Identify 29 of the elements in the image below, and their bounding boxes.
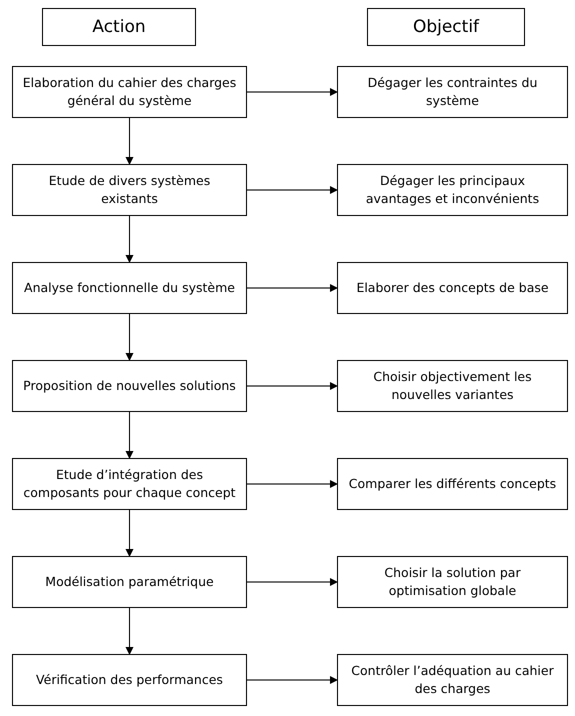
arrow bbox=[126, 510, 134, 557]
process-box: Contrôler l’adéquation au cahier des charges bbox=[337, 654, 568, 706]
arrow bbox=[126, 608, 134, 655]
process-box: Elaboration du cahier des charges général du système bbox=[12, 66, 247, 118]
process-box: Etude de divers systèmes existants bbox=[12, 164, 247, 216]
header-box: Objectif bbox=[367, 8, 525, 46]
arrow bbox=[246, 480, 338, 488]
arrow bbox=[126, 314, 134, 361]
process-box: Proposition de nouvelles solutions bbox=[12, 360, 247, 412]
process-box: Choisir la solution par optimisation globale bbox=[337, 556, 568, 608]
arrow bbox=[246, 88, 338, 96]
process-box: Analyse fonctionnelle du système bbox=[12, 262, 247, 314]
process-box: Dégager les contraintes du système bbox=[337, 66, 568, 118]
arrow bbox=[126, 118, 134, 165]
process-box: Dégager les principaux avantages et inconvénients bbox=[337, 164, 568, 216]
process-box: Etude d’intégration des composants pour chaque concept bbox=[12, 458, 247, 510]
process-box: Comparer les différents concepts bbox=[337, 458, 568, 510]
process-box: Vérification des performances bbox=[12, 654, 247, 706]
arrow bbox=[126, 216, 134, 263]
header-box: Action bbox=[42, 8, 196, 46]
process-box: Elaborer des concepts de base bbox=[337, 262, 568, 314]
process-box: Modélisation paramétrique bbox=[12, 556, 247, 608]
arrow bbox=[126, 412, 134, 459]
arrow bbox=[246, 382, 338, 390]
arrow bbox=[246, 186, 338, 194]
arrow bbox=[246, 578, 338, 586]
process-box: Choisir objectivement les nouvelles variantes bbox=[337, 360, 568, 412]
arrow bbox=[246, 284, 338, 292]
arrow bbox=[246, 676, 338, 684]
